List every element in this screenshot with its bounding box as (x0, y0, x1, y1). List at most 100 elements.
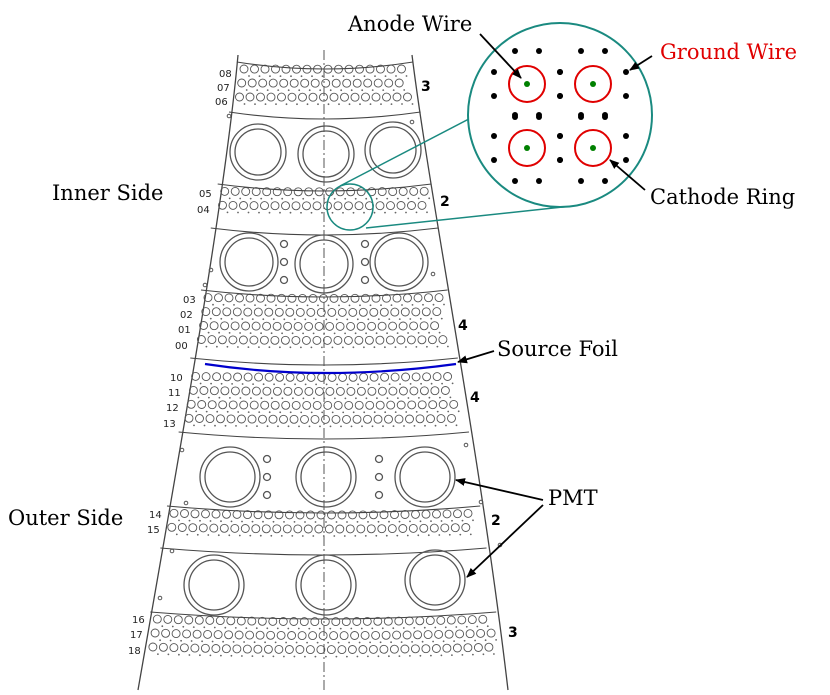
wire-dot (495, 639, 497, 641)
tracker-cell (333, 201, 343, 211)
tracker-cell (325, 321, 335, 331)
wire-dot (430, 654, 432, 657)
tracker-cell (257, 616, 267, 626)
tracker-cell (211, 509, 221, 519)
pmt-arrow-lower (466, 504, 544, 578)
wire-dot (192, 626, 195, 628)
tracker-cell (249, 201, 259, 211)
tracker-cell (251, 321, 261, 331)
tracker-cell (419, 386, 429, 396)
wire-dot (230, 654, 233, 657)
cathode-rings (508, 65, 612, 167)
tracker-cell (312, 335, 322, 345)
wire-dot (411, 304, 414, 306)
tracker-cell (361, 293, 370, 303)
tracker-cell (256, 92, 265, 102)
tracker-cell (272, 386, 282, 396)
tracker-cell (237, 78, 247, 88)
tracker-cell (207, 335, 217, 345)
wire-dot (398, 655, 401, 657)
wire-dot (331, 346, 334, 349)
wire-dot (279, 75, 282, 77)
wire-dot (371, 89, 374, 91)
wire-dot (276, 627, 279, 630)
tracker-cell (355, 64, 364, 74)
tracker-cell (408, 523, 418, 533)
wire-dot (253, 641, 256, 644)
tracker-cell (338, 372, 348, 382)
wire-dot (334, 397, 336, 400)
tracker-cell (263, 644, 273, 654)
wire-dot (234, 627, 237, 629)
tracker-cell (327, 510, 336, 520)
ground-wire (623, 133, 629, 139)
pmt-arrow-upper (455, 478, 544, 501)
tracker-cell (230, 523, 240, 533)
layer-number: 12 (166, 403, 179, 414)
tracker-cell (228, 200, 238, 210)
tracker-cell (359, 372, 369, 382)
tracker-cell (237, 414, 246, 424)
wire-dot (409, 383, 412, 385)
tracker-cell (190, 643, 200, 653)
wire-dot (405, 346, 407, 348)
wire-dot (209, 317, 212, 320)
wire-dot (289, 211, 292, 214)
tracker-cell (321, 414, 330, 424)
tracker-cell (461, 523, 471, 532)
tracker-cell (369, 307, 379, 317)
wire-dot (205, 410, 208, 413)
tracker-cell (258, 414, 267, 424)
wire-dot (239, 397, 242, 399)
layer-number: 04 (197, 205, 210, 216)
tracker-cell (390, 372, 400, 382)
tracker-cell (405, 414, 414, 424)
ground-wire (623, 93, 629, 99)
wire-dot (363, 346, 365, 349)
tracker-cell (413, 293, 423, 303)
tracker-cell (385, 335, 395, 345)
wire-dot (205, 345, 208, 348)
wire-dot (371, 425, 374, 428)
wire-dot (436, 345, 439, 348)
wire-dot (377, 520, 380, 523)
tracker-cell (329, 631, 339, 641)
tracker-cell (281, 201, 290, 211)
tracker-cell (282, 524, 292, 534)
tracker-cell (224, 293, 234, 303)
wire-dot (245, 425, 248, 427)
tracker-cell (382, 293, 391, 303)
wire-dot (195, 410, 198, 413)
tracker-cell (369, 510, 378, 520)
wire-dot (306, 103, 309, 106)
tracker-cell (274, 510, 284, 520)
ground-wire (512, 178, 518, 184)
wire-dot (283, 318, 286, 321)
tracker-cell (285, 307, 295, 317)
wire-dot (329, 425, 332, 428)
wire-dot (392, 627, 395, 630)
tracker-cell (261, 524, 271, 534)
wire-dot (188, 519, 191, 522)
tracker-cell (259, 335, 269, 345)
wire-dot (356, 521, 359, 523)
tracker-cell (329, 92, 339, 102)
tracker-cell (434, 629, 444, 639)
wire-dot (268, 211, 271, 214)
tracker-cell (343, 335, 353, 345)
wire-dot (291, 197, 294, 200)
wire-dot (418, 397, 420, 399)
tracker-cell (356, 321, 366, 331)
wire-dot (209, 654, 212, 657)
layer-number: 07 (217, 83, 230, 94)
tracker-cell (243, 372, 253, 382)
ground-wire (602, 178, 608, 184)
tracker-cell (398, 524, 408, 533)
tracker-cell (308, 631, 318, 641)
pmt-label: PMT (548, 486, 598, 510)
wire-dot (409, 655, 411, 657)
tracker-cell (350, 293, 360, 303)
wire-dot (354, 197, 357, 200)
tracker-cell (389, 644, 399, 654)
pmt-row-top (229, 121, 422, 183)
